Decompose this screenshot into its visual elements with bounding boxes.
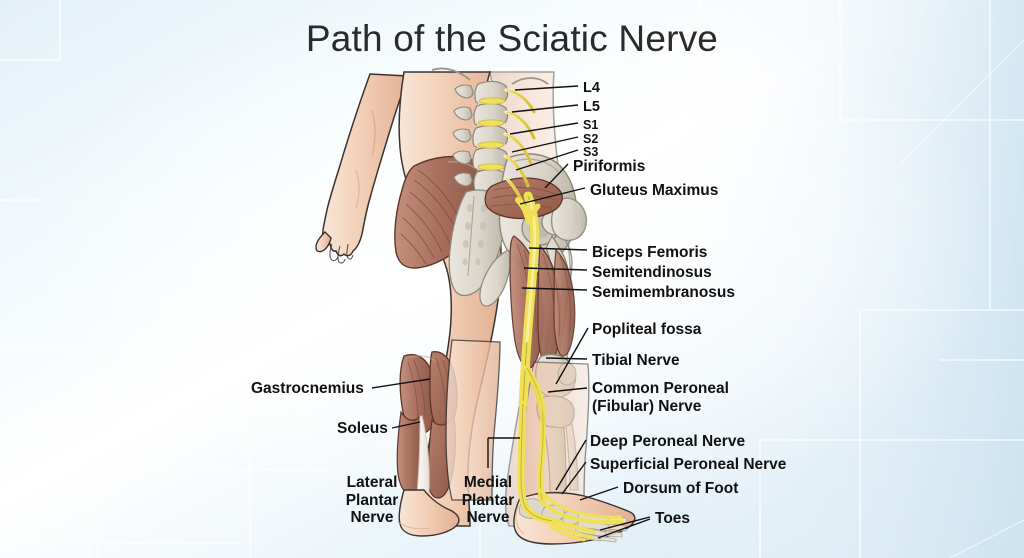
label-semimembranosus: Semimembranosus [592, 284, 735, 301]
label-toes: Toes [655, 510, 691, 527]
left-foot [397, 489, 460, 537]
label-l4: L4 [583, 80, 600, 96]
label-tibial-nerve: Tibial Nerve [592, 352, 680, 369]
label-common-peroneal-nerve: Common Peroneal (Fibular) Nerve [592, 380, 729, 415]
label-s3: S3 [583, 145, 599, 159]
label-biceps-femoris: Biceps Femoris [592, 244, 708, 261]
label-popliteal-fossa: Popliteal fossa [592, 321, 702, 338]
sciatic-nerve [515, 191, 541, 409]
piriformis-muscle [484, 177, 563, 220]
label-piriformis: Piriformis [573, 158, 646, 175]
nerve-root-discs [477, 97, 506, 171]
label-s2: S2 [583, 132, 599, 146]
left-arm [315, 73, 410, 264]
label-medial-plantar-nerve: Medial Plantar Nerve [461, 474, 515, 527]
label-s1: S1 [583, 118, 599, 132]
leader-lines-right [509, 85, 651, 539]
page-title: Path of the Sciatic Nerve [305, 18, 719, 59]
label-soleus: Soleus [337, 420, 388, 437]
label-l5: L5 [583, 99, 600, 115]
label-lateral-plantar-nerve: Lateral Plantar Nerve [345, 474, 399, 527]
label-dorsum-of-foot: Dorsum of Foot [623, 480, 739, 497]
label-deep-peroneal-nerve: Deep Peroneal Nerve [590, 433, 746, 450]
label-semitendinosus: Semitendinosus [592, 264, 712, 281]
label-gluteus-maximus: Gluteus Maximus [590, 182, 719, 199]
label-gastrocnemius: Gastrocnemius [251, 380, 364, 397]
common-peroneal-nerve-branch [524, 365, 624, 525]
medial-leg [445, 339, 501, 501]
leader-lines-left [371, 378, 520, 468]
label-superficial-peroneal-nerve: Superficial Peroneal Nerve [590, 456, 787, 473]
tibial-nerve-branch [517, 400, 596, 542]
